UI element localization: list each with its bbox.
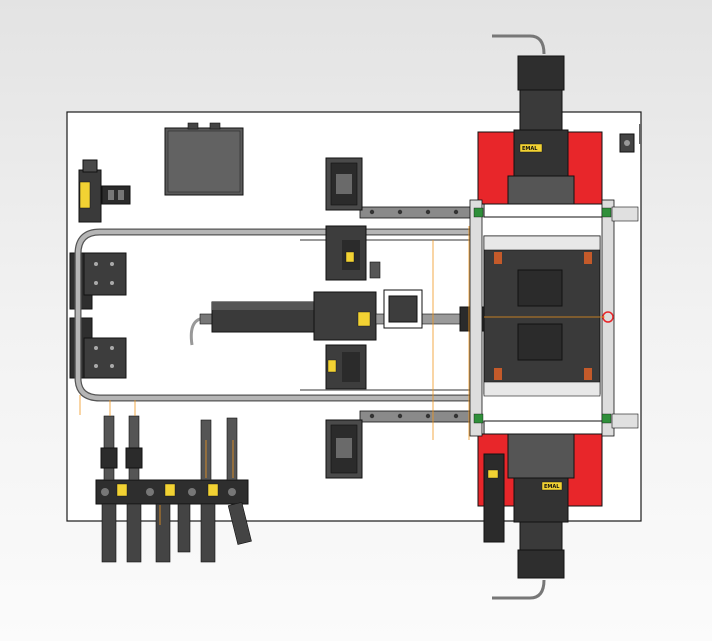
brand-label-upper-cylinder: EMAL [522,146,538,152]
fitting-column-1 [100,415,118,563]
fitting-column-2 [125,415,143,563]
fitting-column-6 [226,417,252,545]
gripper-module-lower [325,344,367,479]
left-cylinder-block-lower [69,317,127,379]
solenoid-valve [78,159,131,223]
pressure-sensor [619,124,641,153]
vertical-cylinder-upper [492,34,575,205]
valve-manifold [95,479,249,505]
orange-reference-lines [79,226,605,525]
control-box [164,122,244,196]
vertical-cylinder-lower [483,433,575,600]
tube-loop [74,228,478,402]
linear-rail-lower [359,410,481,423]
fitting-column-4 [177,503,191,553]
central-carriage [483,235,614,397]
brand-label-lower-cylinder: EMAL [544,484,560,490]
horizontal-pneumatic-cylinder [189,289,485,346]
linear-rail-upper [359,206,481,219]
fitting-column-3 [155,503,171,563]
gripper-module-upper [325,157,381,281]
